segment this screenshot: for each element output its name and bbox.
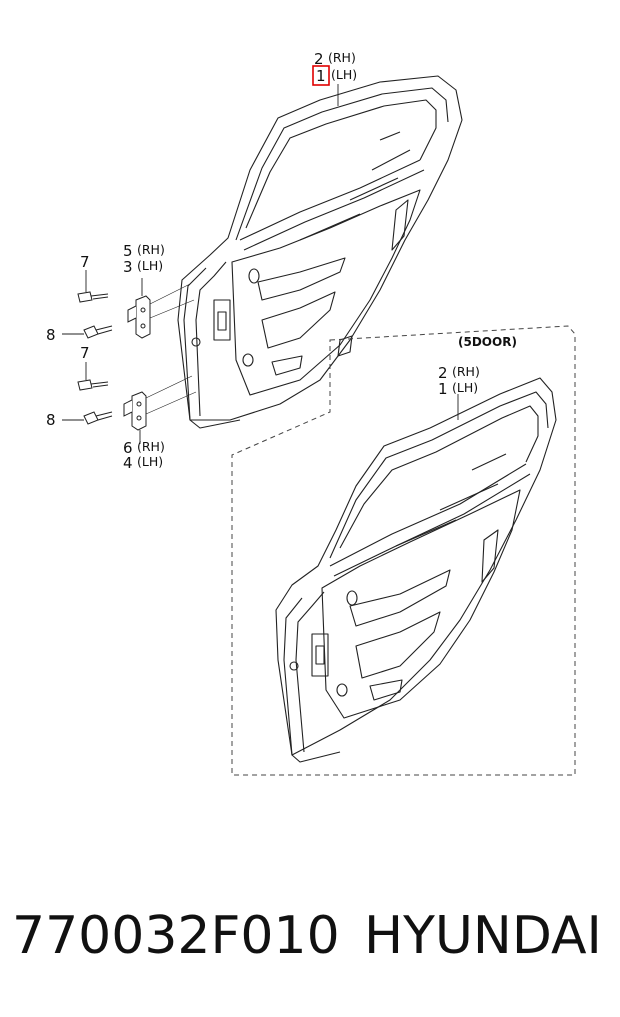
- callout-bolt-lower: 7: [80, 344, 90, 362]
- callout-bolt-upper: 7: [80, 253, 90, 271]
- callout-upper-hinge-rh-num: 5: [123, 242, 133, 260]
- callout-variant-lh-num: 1: [438, 380, 448, 398]
- callout-lower-hinge-rh-side: (RH): [137, 439, 165, 454]
- part-number: 770032F010: [12, 906, 340, 966]
- bolt-upper[interactable]: [77, 291, 109, 303]
- upper-hinge[interactable]: [127, 295, 151, 339]
- callout-main-lh-num[interactable]: 1: [316, 67, 326, 85]
- callout-main-lh-side: (LH): [331, 67, 357, 82]
- variant-dashed-boundary: [231, 325, 576, 776]
- lower-hinge[interactable]: [123, 391, 147, 431]
- callout-variant-title: (5DOOR): [458, 335, 517, 349]
- callout-variant-lh-side: (LH): [452, 380, 478, 395]
- screw-upper[interactable]: [83, 325, 113, 339]
- callout-lower-hinge-lh-side: (LH): [137, 454, 163, 469]
- callout-variant-rh-num: 2: [438, 364, 448, 382]
- callout-upper-hinge-lh-num: 3: [123, 258, 133, 276]
- leader-upper-hinge-to-door-2: [149, 299, 195, 319]
- callout-upper-hinge-rh-side: (RH): [137, 242, 165, 257]
- callout-screw-lower: 8: [46, 411, 56, 429]
- screw-lower[interactable]: [83, 411, 113, 425]
- rear-door-panel-5door[interactable]: [275, 377, 557, 763]
- rear-door-panel-main[interactable]: [177, 75, 463, 429]
- exploded-parts-diagram: 2 (RH) 1 (LH) 5 (RH) 3 (LH) 6 (RH) 4 (LH…: [46, 50, 576, 776]
- callout-variant-rh-side: (RH): [452, 364, 480, 379]
- callout-main-rh-num: 2: [314, 50, 324, 68]
- callout-main-rh-side: (RH): [328, 50, 356, 65]
- callout-lower-hinge-rh-num: 6: [123, 439, 133, 457]
- part-caption: 770032F010 HYUNDAI: [0, 898, 620, 988]
- leader-lower-hinge-to-door: [145, 375, 193, 399]
- leader-lower-hinge-to-door-2: [145, 391, 197, 415]
- leader-upper-hinge-to-door: [149, 283, 191, 305]
- brand-name: HYUNDAI: [364, 906, 602, 966]
- callout-screw-upper: 8: [46, 326, 56, 344]
- callout-upper-hinge-lh-side: (LH): [137, 258, 163, 273]
- highlight-box: [312, 65, 330, 86]
- bolt-lower[interactable]: [77, 379, 109, 391]
- callout-lower-hinge-lh-num: 4: [123, 454, 133, 472]
